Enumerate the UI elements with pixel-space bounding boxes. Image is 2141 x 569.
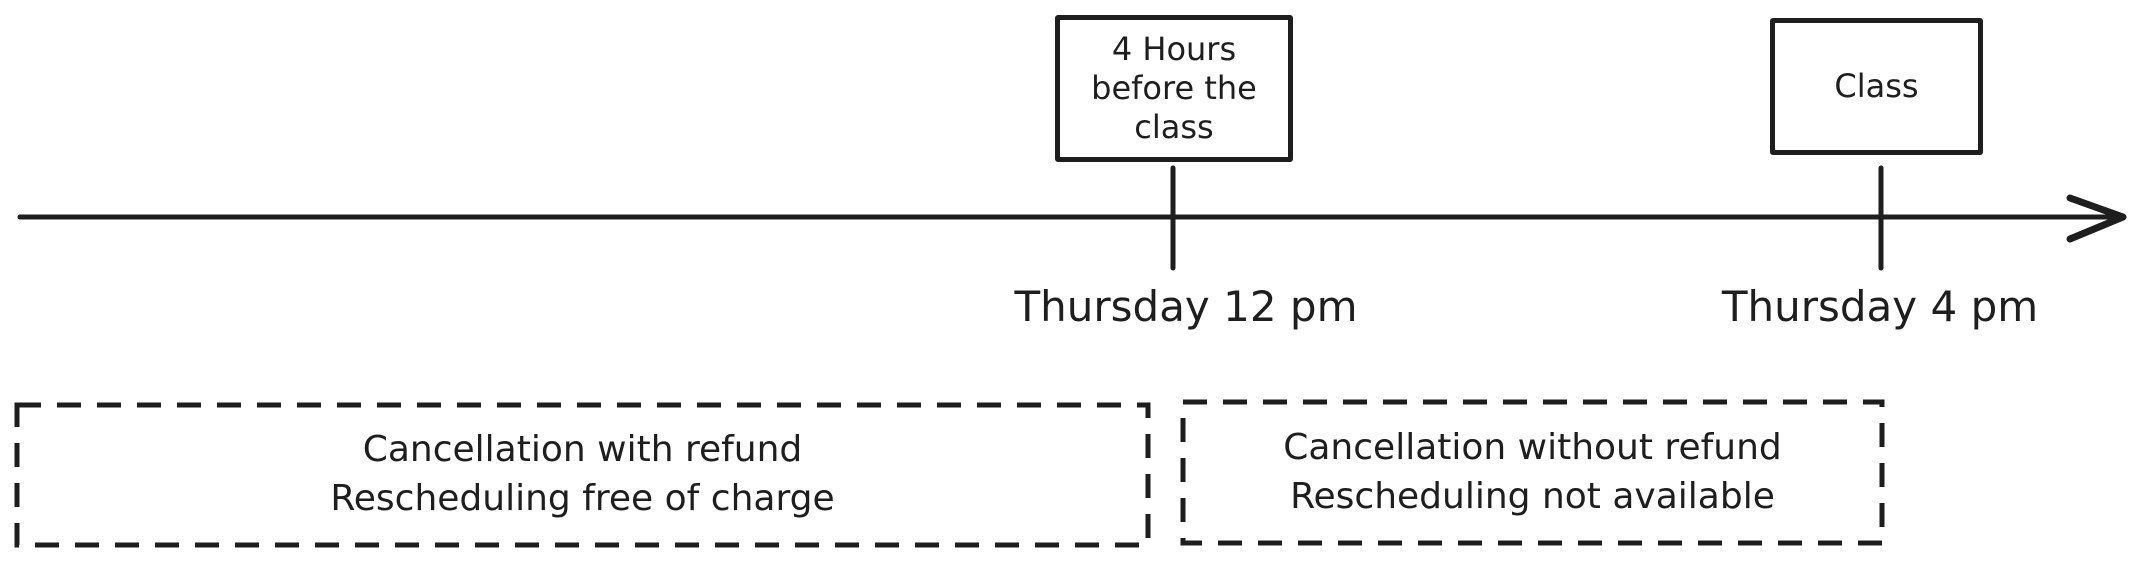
no-refund-zone-border — [1180, 399, 1885, 546]
no-refund-zone-text: Cancellation without refund Rescheduling… — [1283, 426, 1782, 517]
refund-zone-text: Cancellation with refund Rescheduling fr… — [330, 429, 835, 519]
event-box-class: Class — [1770, 18, 1983, 155]
time-label-thursday-4pm: Thursday 4 pm — [1721, 282, 2039, 331]
event-box-label: 4 Hours before the class — [1091, 29, 1257, 147]
event-box-label: Class — [1834, 66, 1919, 105]
refund-zone-border — [14, 402, 1151, 548]
time-label-thursday-12pm: Thursday 12 pm — [1014, 282, 1358, 331]
event-box-4-hours-before-class: 4 Hours before the class — [1055, 15, 1293, 162]
timeline-arrowhead-icon — [2066, 194, 2127, 243]
